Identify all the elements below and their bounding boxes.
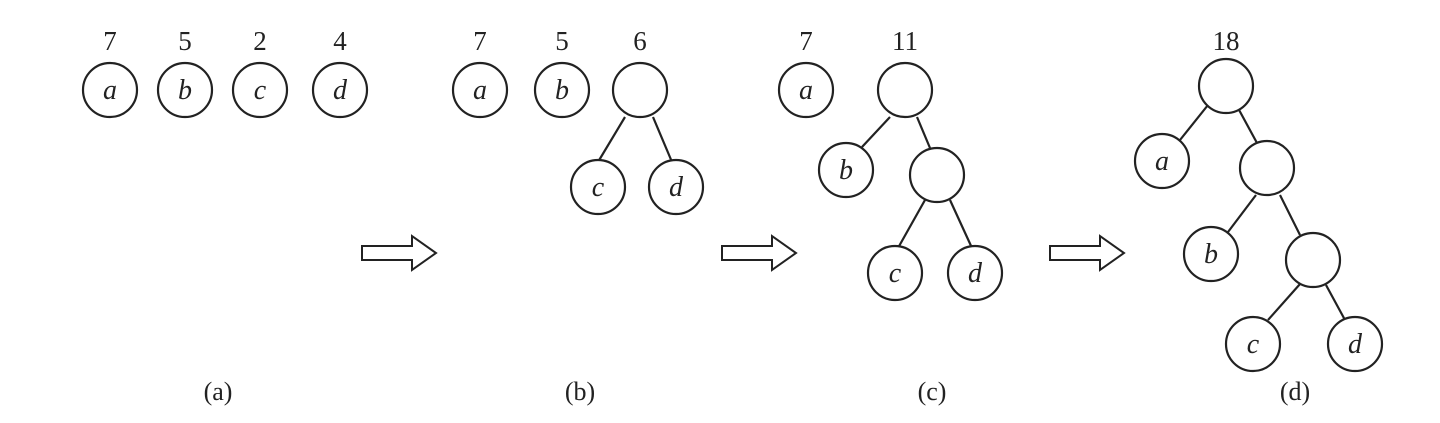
tree-edge (1267, 283, 1301, 321)
panel-a: 7 5 2 4 a b c d (a) (81, 26, 369, 406)
panel-caption: (c) (918, 377, 947, 406)
weight-d: 4 (333, 26, 347, 56)
weight-root: 18 (1213, 26, 1240, 56)
tree-edge (1325, 284, 1346, 321)
transition-arrow-3 (1049, 234, 1126, 272)
leaf-label-c: c (889, 258, 902, 289)
panel-caption: (a) (204, 377, 233, 406)
weight-c: 2 (253, 26, 267, 56)
panel-caption: (d) (1280, 377, 1310, 406)
leaf-node-a (451, 61, 509, 119)
tree-edge (1179, 104, 1209, 141)
leaf-label-a: a (799, 75, 813, 106)
tree-edge (915, 116, 932, 149)
transition-arrow-1 (361, 234, 438, 272)
transition-arrow-2 (721, 234, 798, 272)
leaf-label-a: a (473, 75, 487, 106)
tree-edge (949, 199, 973, 249)
weight-a: 7 (103, 26, 117, 56)
leaf-node-c (1224, 315, 1282, 373)
leaf-node-b (156, 61, 214, 119)
leaf-node-b (1182, 225, 1240, 283)
leaf-node-d (311, 61, 369, 119)
leaf-node-d (946, 244, 1004, 302)
tree-edge (897, 199, 926, 249)
leaf-node-d (1326, 315, 1384, 373)
leaf-node-a (777, 61, 835, 119)
leaf-label-b: b (555, 75, 569, 106)
panel-b: 7 5 6 a b c d (b) (451, 26, 705, 406)
leaf-label-d: d (333, 75, 348, 106)
weight-b: 5 (555, 26, 569, 56)
weight-a: 7 (799, 26, 813, 56)
weight-a: 7 (473, 26, 487, 56)
leaf-node-c (231, 61, 289, 119)
tree-edge (597, 116, 626, 163)
leaf-label-c: c (592, 172, 605, 203)
tree-edge (1279, 194, 1301, 236)
internal-node (876, 61, 934, 119)
leaf-node-b (817, 141, 875, 199)
panel-c: 7 11 a b c d (c) (777, 26, 1004, 406)
leaf-label-b: b (178, 75, 192, 106)
weight-root: 11 (892, 26, 918, 56)
leaf-label-b: b (1204, 239, 1218, 270)
leaf-label-c: c (254, 75, 267, 106)
leaf-label-d: d (968, 258, 983, 289)
internal-node (1238, 139, 1296, 197)
leaf-label-b: b (839, 155, 853, 186)
leaf-label-d: d (669, 172, 684, 203)
leaf-node-c (569, 158, 627, 216)
internal-node (908, 146, 966, 204)
leaf-node-c (866, 244, 924, 302)
internal-node (1197, 57, 1255, 115)
panel-caption: (b) (565, 377, 595, 406)
leaf-node-d (647, 158, 705, 216)
leaf-label-d: d (1348, 329, 1363, 360)
internal-node (1284, 231, 1342, 289)
panel-d: 18 a b c d (d) (1133, 26, 1384, 406)
leaf-label-a: a (103, 75, 117, 106)
leaf-label-a: a (1155, 146, 1169, 177)
leaf-node-a (81, 61, 139, 119)
tree-edge (861, 116, 891, 148)
tree-edge (1227, 194, 1257, 233)
weight-cd: 6 (633, 26, 647, 56)
leaf-node-a (1133, 132, 1191, 190)
tree-edge (651, 116, 674, 163)
internal-node (611, 61, 669, 119)
leaf-label-c: c (1247, 329, 1260, 360)
tree-edge (1237, 107, 1258, 144)
leaf-node-b (533, 61, 591, 119)
weight-b: 5 (178, 26, 192, 56)
